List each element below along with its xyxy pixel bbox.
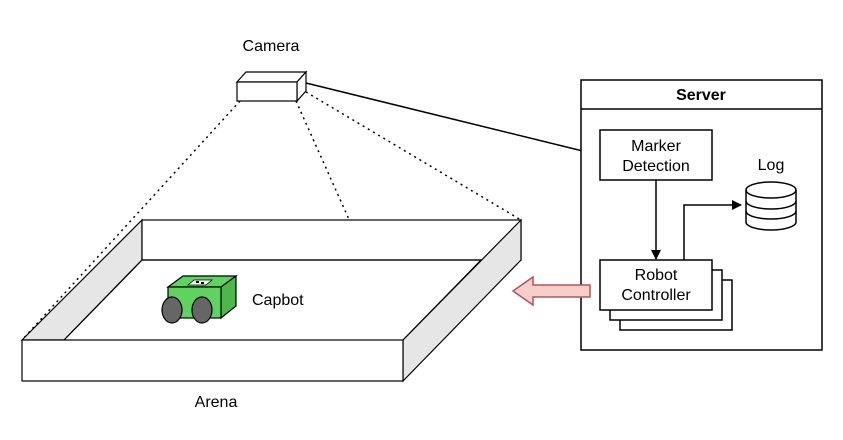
camera-device [235, 70, 308, 103]
capbot-left-wheel [161, 296, 183, 324]
robot-controller-box [599, 259, 713, 311]
marker-detection-label-line2: Detection [622, 158, 690, 175]
capbot-label: Capbot [252, 292, 304, 309]
arena [20, 218, 522, 383]
capbot-marker [186, 279, 214, 286]
log-label: Log [758, 157, 785, 174]
robot-controller-label-line2: Controller [621, 287, 691, 304]
camera-to-detection-arrow [305, 82, 600, 158]
capbot-robot [161, 274, 238, 324]
camera-label: Camera [243, 38, 300, 55]
robot-controller-label-line1: Robot [635, 267, 678, 284]
arena-label: Arena [195, 394, 238, 411]
arena-front-wall [21, 339, 404, 382]
camera-view-lines [21, 91, 522, 341]
control-feedback-arrow [511, 275, 591, 307]
robot-controller-stack [599, 259, 733, 331]
arena-back-wall [141, 219, 522, 261]
capbot-right-wheel [191, 296, 213, 324]
controller-to-log-arrow [683, 200, 742, 260]
marker-detection-label-line1: Marker [631, 138, 681, 155]
log-database-icon [745, 181, 797, 231]
server-title: Server [676, 87, 726, 104]
marker-detection-box [599, 129, 713, 181]
